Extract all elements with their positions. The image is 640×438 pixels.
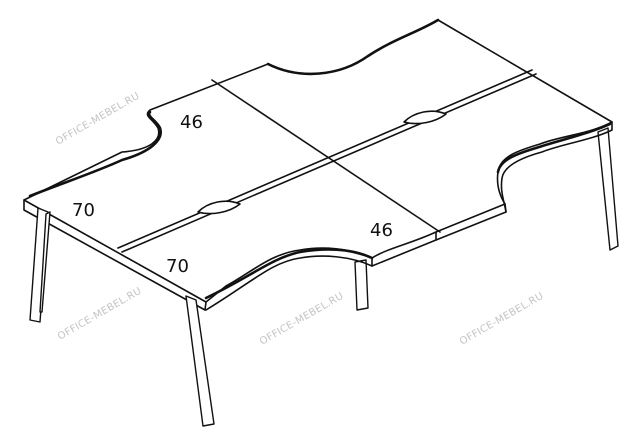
wave-back-left [266,18,440,76]
leg-back-right [597,127,619,251]
watermark: OFFICE-MEBEL.RU [54,91,142,148]
cable-grommet-right [403,110,447,125]
dimension-depth-bottom-right: 46 [370,220,393,241]
divider-long [117,69,533,249]
table-top [23,18,613,311]
leg-front-left [29,207,49,323]
watermark: OFFICE-MEBEL.RU [56,286,144,343]
dimension-labels: 46 70 70 46 [72,112,393,277]
wave-right [496,122,612,174]
tabletop-front-edge [23,199,207,311]
divider-cross [211,79,441,233]
dimension-width-left-bottom: 70 [166,256,189,277]
watermark: OFFICE-MEBEL.RU [458,291,546,348]
wave-front [204,248,374,300]
back-legs [354,127,619,311]
dimension-width-left-top: 70 [72,200,95,221]
tabletop-surface [23,19,613,303]
leg-front-middle [185,295,215,427]
cable-grommet-left [197,200,241,215]
front-legs [29,207,215,427]
dimension-depth-top-left: 46 [180,112,203,133]
tabletop-front-edge-curve [205,255,373,311]
tabletop-back-right-edge [500,121,613,213]
divider-long-inner [121,73,537,253]
leg-middle-front [354,259,369,311]
leg-front-left-inner [39,211,51,313]
wave-left [28,110,162,198]
watermark: OFFICE-MEBEL.RU [258,291,346,348]
